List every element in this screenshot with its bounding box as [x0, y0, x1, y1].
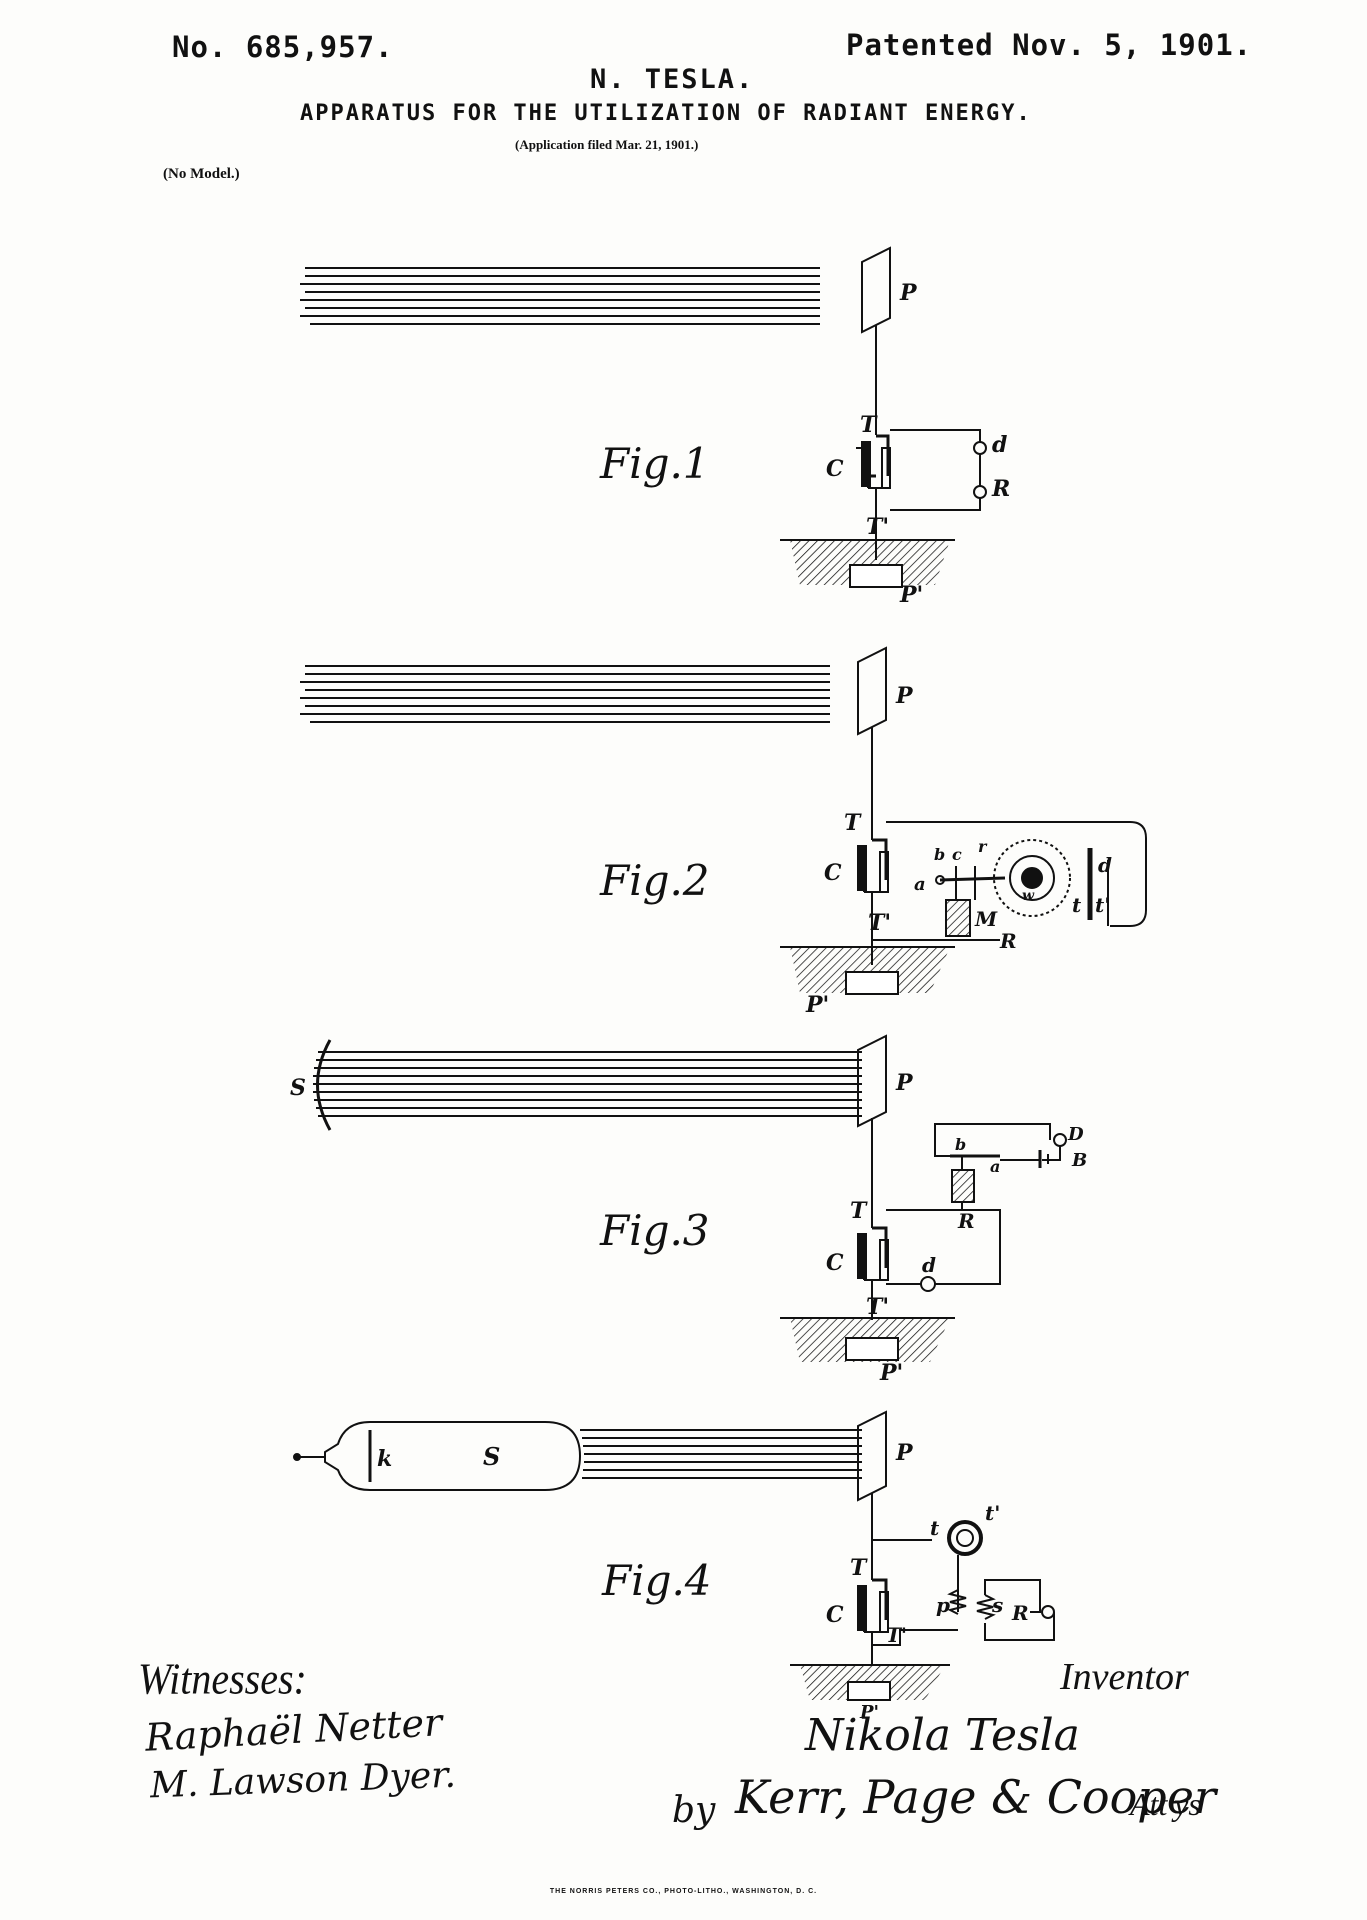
fig1-label-r: R: [991, 476, 1010, 502]
plate-p: [861, 246, 891, 334]
radiation-lines: [300, 665, 830, 723]
fig4-label-secondary: s: [991, 1593, 1003, 1617]
fig2-label-t: T: [844, 810, 862, 836]
radiation-lines: [313, 1051, 862, 1117]
fig4-label-t-prime-small: t': [985, 1501, 1000, 1525]
fig2-label-b: b: [934, 845, 945, 864]
attorney-signature: Kerr, Page & Cooper: [735, 1770, 1216, 1824]
fig-2-caption: Fig.2: [599, 856, 710, 905]
fig2-label-t-small: t: [1072, 893, 1082, 917]
fig4-label-k: k: [377, 1446, 392, 1472]
plate-p: [857, 646, 887, 736]
fig3-label-p-prime: P': [879, 1360, 903, 1386]
fig3-label-t-prime: T': [866, 1294, 889, 1320]
fig2-label-r-small: r: [978, 837, 988, 856]
fig2-label-p-prime: P': [805, 992, 829, 1018]
fig3-label-c: C: [826, 1250, 844, 1276]
inventor-heading: N. TESLA.: [590, 64, 755, 95]
fig3-label-d: d: [922, 1253, 936, 1277]
fig3-label-a: a: [990, 1157, 1000, 1176]
fig2-label-w: w: [1022, 888, 1035, 904]
witnesses-label: Witnesses:: [138, 1653, 307, 1704]
fig1-label-p: P: [899, 280, 918, 306]
fig1-label-t-prime: T': [866, 514, 889, 540]
model-note: (No Model.): [163, 166, 240, 182]
fig1-label-d: d: [992, 432, 1007, 458]
fig2-label-c: C: [824, 860, 842, 886]
fig2-label-r: R: [999, 929, 1017, 953]
fig3-label-r: R: [957, 1209, 975, 1233]
fig4-label-t: T: [850, 1555, 868, 1581]
fig2-label-m: M: [974, 907, 998, 931]
plate-p: [857, 1034, 887, 1128]
fig2-label-t-prime: T': [868, 910, 891, 936]
fig1-label-c: C: [826, 456, 844, 482]
fig4-label-t-prime: T': [886, 1623, 907, 1647]
fig4-label-p: P: [895, 1440, 914, 1466]
fig3-label-b: b: [955, 1135, 966, 1154]
condenser: [857, 838, 889, 893]
fig1-label-p-prime: P': [899, 582, 923, 608]
fig2-label-p: P: [895, 683, 914, 709]
fig3-label-b-upper: B: [1071, 1150, 1087, 1171]
radiation-lines: [300, 267, 820, 325]
condenser: [856, 434, 891, 489]
fig4-label-s: S: [483, 1442, 500, 1471]
fig3-label-d-upper: D: [1067, 1124, 1084, 1145]
patent-title: APPARATUS FOR THE UTILIZATION OF RADIANT…: [300, 101, 1032, 126]
plate-p: [857, 1410, 887, 1502]
fig4-label-r: R: [1011, 1601, 1029, 1625]
figure-3: [313, 1034, 1067, 1362]
fig4-label-c: C: [826, 1602, 844, 1628]
vacuum-tube-s: [324, 1421, 582, 1491]
condenser: [857, 1578, 889, 1633]
printer-imprint: THE NORRIS PETERS CO., PHOTO-LITHO., WAS…: [549, 1888, 818, 1895]
figure-4: [293, 1410, 1055, 1701]
attorneys-label: Att'ys: [1130, 1786, 1201, 1822]
inventor-label: Inventor: [1060, 1656, 1189, 1698]
radiation-lines: [580, 1429, 862, 1479]
figure-2: [300, 646, 1147, 995]
patent-date: Patented Nov. 5, 1901.: [846, 28, 1253, 62]
fig2-label-c-small: c: [952, 845, 962, 864]
fig4-label-t-small: t: [930, 1516, 940, 1540]
fig2-label-a: a: [914, 874, 926, 895]
by-label: by: [672, 1790, 716, 1831]
condenser: [857, 1226, 889, 1281]
fig-1-caption: Fig.1: [599, 439, 710, 488]
fig4-label-primary: p: [936, 1593, 950, 1617]
fig2-label-t-prime-small: t': [1095, 893, 1110, 917]
fig2-label-d: d: [1098, 853, 1112, 877]
fig-4-caption: Fig.4: [601, 1556, 712, 1605]
fig3-label-s: S: [290, 1075, 306, 1101]
inventor-signature: Nikola Tesla: [805, 1710, 1080, 1761]
patent-number: No. 685,957.: [172, 30, 394, 64]
application-filed: (Application filed Mar. 21, 1901.): [515, 137, 699, 152]
fig-3-caption: Fig.3: [599, 1206, 710, 1255]
fig3-label-p: P: [895, 1070, 914, 1096]
figure-1: [300, 246, 987, 588]
fig3-label-t: T: [850, 1198, 868, 1224]
fig1-label-t: T: [860, 412, 878, 438]
fig4-label-p-prime: P': [859, 1702, 879, 1723]
